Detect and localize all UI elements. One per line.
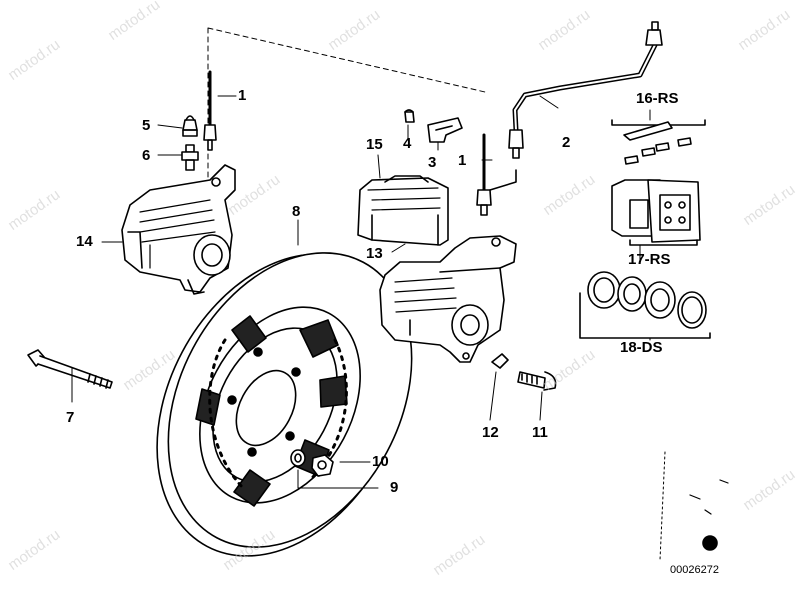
washer <box>491 353 509 369</box>
callout-10: 10 <box>372 453 389 470</box>
right-brake-caliper <box>379 235 517 363</box>
brake-disc <box>156 252 413 557</box>
callout-12: 12 <box>482 424 499 441</box>
callout-14: 14 <box>76 233 93 250</box>
callout-4: 4 <box>403 135 412 152</box>
callout-15: 15 <box>366 136 383 153</box>
callout-5: 5 <box>142 117 151 134</box>
bleed-valve <box>181 144 199 171</box>
pad-clip <box>427 117 463 143</box>
callout-11: 11 <box>532 424 548 441</box>
partial-fragment-bottom-right <box>659 451 729 561</box>
callout-18-ds: 18-DS <box>620 339 663 356</box>
callout-7: 7 <box>66 409 75 426</box>
brake-pipe-right <box>476 133 492 216</box>
callout-3: 3 <box>428 154 437 171</box>
kit-16-rs <box>611 119 706 165</box>
bleed-screw <box>182 115 198 137</box>
brake-pipe-left <box>203 70 217 151</box>
brake-pads-loose <box>357 175 449 246</box>
callout-9: 9 <box>390 479 399 496</box>
kit-17-rs <box>611 179 701 246</box>
callout-1-right: 1 <box>458 152 467 169</box>
leader-lines <box>71 95 651 489</box>
retaining-pin <box>404 109 415 123</box>
brake-hose <box>489 21 663 191</box>
callout-2: 2 <box>562 134 571 151</box>
callout-6: 6 <box>142 147 151 164</box>
callout-16-rs: 16-RS <box>636 90 679 107</box>
document-number: 00026272 <box>670 564 719 576</box>
kit-18-ds <box>579 271 711 339</box>
callout-8: 8 <box>292 203 301 220</box>
callout-1-left: 1 <box>238 87 247 104</box>
caliper-bolt <box>517 371 557 391</box>
hex-nut <box>311 454 334 477</box>
long-bolt <box>27 349 113 389</box>
spacer-washer <box>290 449 306 467</box>
left-brake-caliper <box>121 164 236 295</box>
callout-13: 13 <box>366 245 383 262</box>
callout-17-rs: 17-RS <box>628 251 671 268</box>
